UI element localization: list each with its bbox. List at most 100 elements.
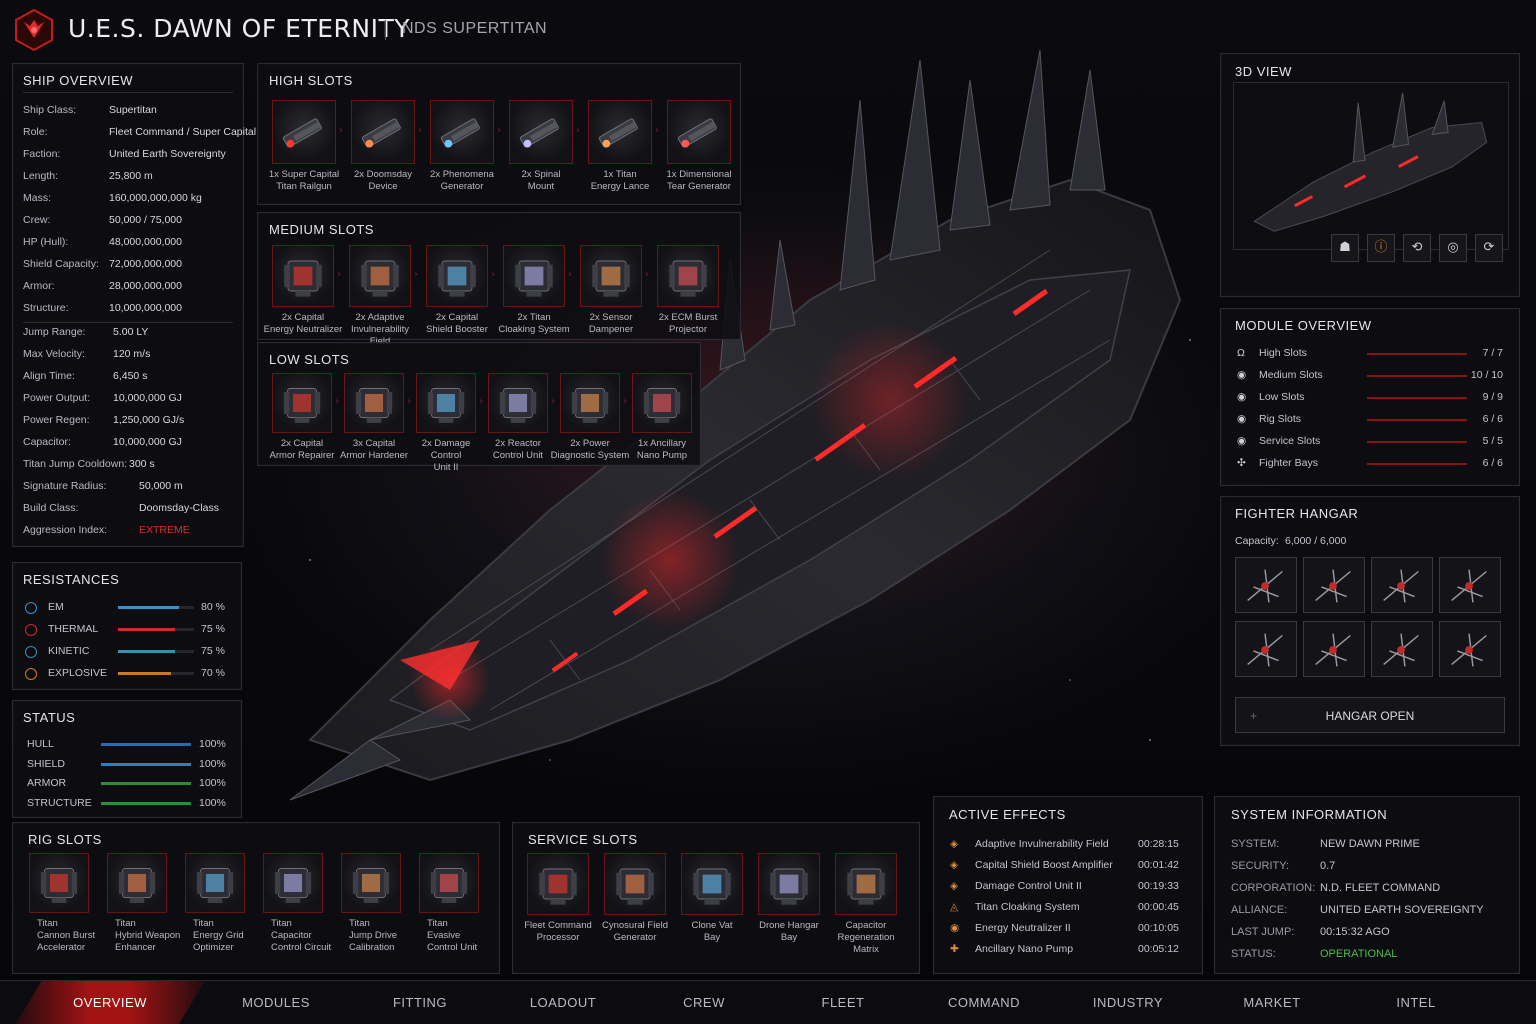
rig-slot[interactable] xyxy=(185,853,245,913)
slot-label-line: Titan xyxy=(115,918,136,929)
medium-slot[interactable] xyxy=(349,245,411,307)
nav-tab-command[interactable]: COMMAND xyxy=(947,995,1021,1010)
service-slot[interactable] xyxy=(835,853,897,915)
medium-module-icon xyxy=(669,260,707,297)
fighter-slot[interactable] xyxy=(1439,621,1501,677)
medium-slot[interactable] xyxy=(657,245,719,307)
slot-label-line: Generator xyxy=(440,181,484,192)
service-slot[interactable] xyxy=(604,853,666,915)
status-bar xyxy=(101,782,191,785)
chevron-right-icon: › xyxy=(414,269,418,280)
system-info-key: SYSTEM: xyxy=(1231,838,1280,850)
high-module-icon xyxy=(598,118,638,148)
status-bar-fill xyxy=(101,782,191,785)
target-view-icon[interactable]: ◎ xyxy=(1439,234,1467,262)
resistance-value: 70 % xyxy=(201,667,225,679)
medium-slot[interactable] xyxy=(272,245,334,307)
overview-key: Role: xyxy=(23,126,48,138)
fighter-slot[interactable] xyxy=(1235,621,1297,677)
status-title: STATUS xyxy=(23,710,76,725)
nav-tab-industry[interactable]: INDUSTRY xyxy=(1092,995,1164,1010)
nav-tab-market[interactable]: MARKET xyxy=(1243,995,1301,1010)
service-slot[interactable] xyxy=(527,853,589,915)
high-slot[interactable] xyxy=(430,100,494,164)
overview-row: Power Output:10,000,000 GJ xyxy=(23,392,182,404)
slot-label-line: Energy Lance xyxy=(590,181,650,192)
hangar-open-button[interactable]: + HANGAR OPEN xyxy=(1235,697,1505,733)
rig-slot[interactable] xyxy=(263,853,323,913)
nav-tab-fitting[interactable]: FITTING xyxy=(392,995,448,1010)
high-slot[interactable] xyxy=(588,100,652,164)
module-type-icon: ◉ xyxy=(1237,369,1247,381)
medium-slot[interactable] xyxy=(580,245,642,307)
nav-tab-overview[interactable]: OVERVIEW xyxy=(15,981,205,1024)
system-info-value: 0.7 xyxy=(1320,860,1336,872)
resistance-bar xyxy=(118,650,194,653)
nav-tab-crew[interactable]: CREW xyxy=(683,995,725,1010)
medium-slot[interactable] xyxy=(426,245,488,307)
nav-tab-modules[interactable]: MODULES xyxy=(242,995,310,1010)
low-slot[interactable] xyxy=(560,373,620,433)
overview-value: 1,250,000 GJ/s xyxy=(113,414,185,426)
nav-tab-fleet[interactable]: FLEET xyxy=(821,995,865,1010)
high-slot[interactable] xyxy=(667,100,731,164)
slot-label-line: Nano Pump xyxy=(636,450,688,461)
low-slot[interactable] xyxy=(632,373,692,433)
fighter-slot[interactable] xyxy=(1303,557,1365,613)
slot-label-line: 1x Super Capital xyxy=(268,169,340,180)
system-info-key: SECURITY: xyxy=(1231,860,1290,872)
rig-slot[interactable] xyxy=(107,853,167,913)
overview-value: Doomsday-Class xyxy=(139,502,219,514)
faction-view-icon[interactable]: ☗ xyxy=(1331,234,1359,262)
overview-row: Titan Jump Cooldown:300 s xyxy=(23,458,155,470)
low-slot[interactable] xyxy=(272,373,332,433)
status-bar xyxy=(101,762,191,766)
overview-row: Capacitor:10,000,000 GJ xyxy=(23,436,182,448)
chevron-right-icon: › xyxy=(479,396,483,407)
ship-3d-preview[interactable] xyxy=(1233,82,1509,250)
status-value: 100% xyxy=(199,796,226,809)
fighter-slot[interactable] xyxy=(1303,621,1365,677)
info-view-icon[interactable]: ⓘ xyxy=(1367,234,1395,262)
fighter-icon xyxy=(1315,569,1351,603)
slot-label-line: 2x Sensor xyxy=(589,312,633,323)
high-slot[interactable] xyxy=(272,100,336,164)
system-info-value: N.D. FLEET COMMAND xyxy=(1320,882,1441,894)
high-slots-title: HIGH SLOTS xyxy=(269,73,353,88)
rig-slot[interactable] xyxy=(341,853,401,913)
fighter-hangar-panel: FIGHTER HANGAR Capacity: 6,000 / 6,000 +… xyxy=(1220,496,1520,746)
rotate-view-icon[interactable]: ⟲ xyxy=(1403,234,1431,262)
low-module-icon xyxy=(571,388,609,423)
low-slot[interactable] xyxy=(344,373,404,433)
service-slot[interactable] xyxy=(681,853,743,915)
slot-label-line: Optimizer xyxy=(193,942,234,953)
fighter-slot[interactable] xyxy=(1439,557,1501,613)
nav-tab-loadout[interactable]: LOADOUT xyxy=(529,995,597,1010)
service-slot[interactable] xyxy=(758,853,820,915)
fighter-slot[interactable] xyxy=(1371,557,1433,613)
nav-tab-intel[interactable]: INTEL xyxy=(1396,995,1436,1010)
status-bar-fill xyxy=(101,801,191,805)
effect-timer: 00:01:42 xyxy=(1138,859,1179,871)
high-slot[interactable] xyxy=(351,100,415,164)
overview-row: Structure:10,000,000,000 xyxy=(23,302,182,314)
slot-label-line: 2x Phenomena xyxy=(430,169,494,180)
reset-view-icon[interactable]: ⟳ xyxy=(1475,234,1503,262)
overview-value: Supertitan xyxy=(109,104,157,116)
medium-slot[interactable] xyxy=(503,245,565,307)
rig-slot[interactable] xyxy=(29,853,89,913)
fighter-slot[interactable] xyxy=(1371,621,1433,677)
slot-label-line: Titan Railgun xyxy=(276,181,332,192)
fighter-slot[interactable] xyxy=(1235,557,1297,613)
overview-key: Power Output: xyxy=(23,392,91,404)
low-slot[interactable] xyxy=(488,373,548,433)
high-slot[interactable] xyxy=(509,100,573,164)
low-slot[interactable] xyxy=(416,373,476,433)
low-module-icon xyxy=(283,388,321,423)
rig-slot[interactable] xyxy=(419,853,479,913)
